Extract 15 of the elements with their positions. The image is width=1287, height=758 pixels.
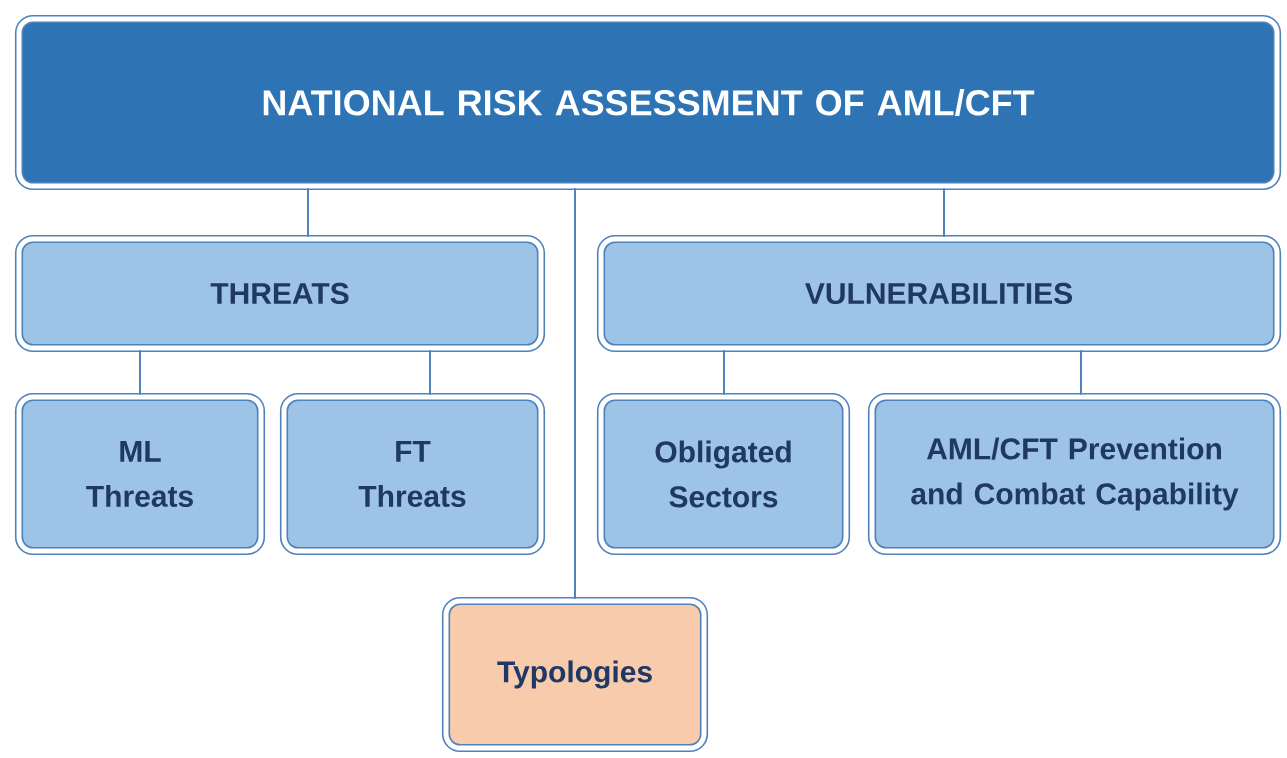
box: VULNERABILITIES [596,234,1282,353]
box: Typologies [441,596,709,753]
box: FT Threats [279,392,546,556]
connector-line [1080,349,1082,396]
connector-line [307,187,309,238]
connector-line [574,187,576,600]
connector-line [139,349,141,396]
box: AML/CFT Prevention and Combat Capability [867,392,1282,556]
box: ML Threats [14,392,266,556]
box: THREATS [14,234,546,353]
connector-line [943,187,945,238]
connector-line [429,349,431,396]
box: Obligated Sectors [596,392,851,556]
box: NATIONAL RISK ASSESSMENT OF AML/CFT [14,14,1282,191]
connector-line [723,349,725,396]
